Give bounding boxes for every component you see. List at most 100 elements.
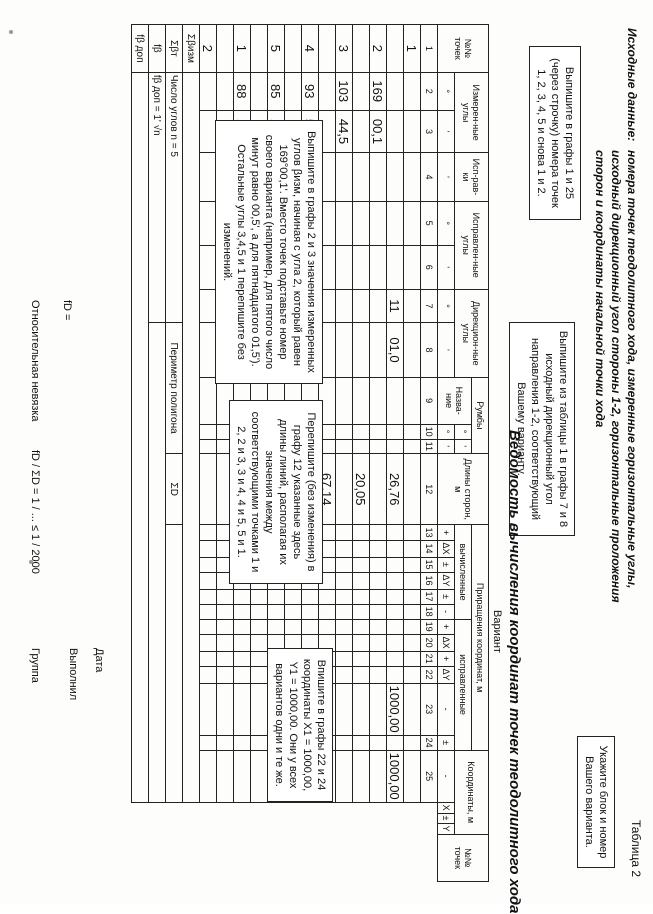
col-rhumb-name: Назва-ние bbox=[437, 377, 472, 425]
col-num: 3 bbox=[420, 110, 438, 153]
col-num: 5 bbox=[420, 201, 438, 246]
cell-c16 bbox=[335, 572, 353, 590]
cell-point: 3 bbox=[335, 24, 353, 73]
cell-y bbox=[335, 750, 353, 803]
summary-row-4: fβ доп bbox=[131, 24, 149, 882]
note-block-variant: Укажите блок и номер Вашего варианта. bbox=[577, 736, 615, 868]
cell-c20 bbox=[369, 634, 387, 652]
cell-c22 bbox=[352, 666, 370, 684]
col-num: 18 bbox=[420, 604, 438, 620]
cell-c13 bbox=[403, 524, 421, 540]
cell-length bbox=[199, 453, 217, 525]
col-rhumb-min: ' bbox=[454, 439, 472, 454]
cell-c23 bbox=[403, 735, 421, 751]
cell-c20 bbox=[199, 634, 217, 652]
header-line-1: номера точек теодолитного хода, измеренн… bbox=[625, 150, 639, 589]
cell-point: 1 bbox=[233, 24, 251, 73]
cell-c19 bbox=[250, 619, 268, 635]
cell-c15 bbox=[199, 557, 217, 573]
cell-x bbox=[403, 683, 421, 736]
cell-x bbox=[250, 683, 268, 736]
cell-length bbox=[335, 453, 353, 525]
cell-c15 bbox=[369, 557, 387, 573]
cell-c21 bbox=[199, 651, 217, 667]
cell-c18 bbox=[199, 604, 217, 620]
sub-y: Y bbox=[437, 823, 455, 835]
cell-x bbox=[216, 683, 234, 736]
cell-rmin bbox=[403, 439, 421, 454]
cell-cdeg bbox=[386, 201, 404, 246]
cell-deg bbox=[284, 72, 302, 111]
cell-c19 bbox=[335, 619, 353, 635]
cell-length bbox=[369, 453, 387, 525]
cell-length bbox=[403, 453, 421, 525]
header-row-1: №№ точек Измерен-ные углы Исп-рав-ки Исп… bbox=[437, 24, 489, 882]
cell-rname bbox=[369, 377, 387, 425]
sheet-heading: Ведомость вычисления координат точек тео… bbox=[506, 430, 523, 914]
cell-y bbox=[369, 750, 387, 803]
header-label: Исходные данные: bbox=[625, 28, 639, 142]
cell-point bbox=[352, 24, 370, 73]
cell-deg bbox=[199, 72, 217, 111]
scan-speck bbox=[29, 560, 33, 564]
sub-deg: ° bbox=[437, 289, 455, 323]
cell-c23 bbox=[216, 735, 234, 751]
cell-deg: 93 bbox=[301, 72, 319, 111]
cell-rmin bbox=[352, 439, 370, 454]
col-num: 19 bbox=[420, 619, 438, 635]
cell-c18 bbox=[284, 604, 302, 620]
cell-c19 bbox=[352, 619, 370, 635]
cell-c17 bbox=[335, 589, 353, 605]
cell-c18 bbox=[250, 604, 268, 620]
table-row: 1 bbox=[403, 24, 421, 882]
cell-c19 bbox=[233, 619, 251, 635]
cell-rmin bbox=[386, 439, 404, 454]
scan-speck bbox=[9, 30, 13, 34]
col-num: 16 bbox=[420, 572, 438, 590]
cell-c17 bbox=[301, 589, 319, 605]
cell-deg bbox=[386, 72, 404, 111]
relative-misclosure-label: Относительная невязка bbox=[29, 300, 41, 422]
col-num: 21 bbox=[420, 651, 438, 667]
cell-c18 bbox=[386, 604, 404, 620]
sub-dx: ΔX bbox=[437, 540, 455, 558]
cell-c22 bbox=[386, 666, 404, 684]
cell-c15 bbox=[352, 557, 370, 573]
cell-point bbox=[386, 24, 404, 73]
cell-c17 bbox=[352, 589, 370, 605]
cell-cmin bbox=[403, 245, 421, 290]
cell-c22 bbox=[233, 666, 251, 684]
cell-c21 bbox=[250, 651, 268, 667]
cell-c23 bbox=[233, 735, 251, 751]
cell-cmin bbox=[335, 245, 353, 290]
cell-c18 bbox=[352, 604, 370, 620]
cell-rname bbox=[199, 377, 217, 425]
col-adjusted: исправленные bbox=[454, 619, 472, 751]
cell-point: 1 bbox=[403, 24, 421, 73]
sub-min: ' bbox=[437, 110, 455, 153]
cell-y bbox=[216, 750, 234, 803]
cell-rdeg bbox=[386, 424, 404, 440]
cell-c20 bbox=[352, 634, 370, 652]
cell-dir-min bbox=[335, 322, 353, 378]
cell-length: 20,05 bbox=[352, 453, 370, 525]
cell-dir-deg bbox=[199, 289, 217, 323]
col-num: 10 bbox=[420, 424, 438, 440]
cell-c23 bbox=[199, 735, 217, 751]
col-corrected: Исправлен-ные углы bbox=[454, 201, 489, 290]
cell-c19 bbox=[386, 619, 404, 635]
col-num: 17 bbox=[420, 589, 438, 605]
col-length: Длины сторон, м bbox=[437, 453, 489, 525]
cell-c21 bbox=[369, 651, 387, 667]
cell-c14 bbox=[403, 540, 421, 558]
cell-min: 00,1 bbox=[369, 110, 387, 153]
cell-c21 bbox=[403, 651, 421, 667]
table-row: 2 bbox=[199, 24, 217, 882]
cell-y: 1000,00 bbox=[386, 750, 404, 803]
sub-plus: + bbox=[437, 651, 455, 667]
col-num: 12 bbox=[420, 453, 438, 525]
misclosure-label: fβ bbox=[148, 24, 166, 73]
sub-plus: + bbox=[437, 619, 455, 635]
cell-c17 bbox=[386, 589, 404, 605]
